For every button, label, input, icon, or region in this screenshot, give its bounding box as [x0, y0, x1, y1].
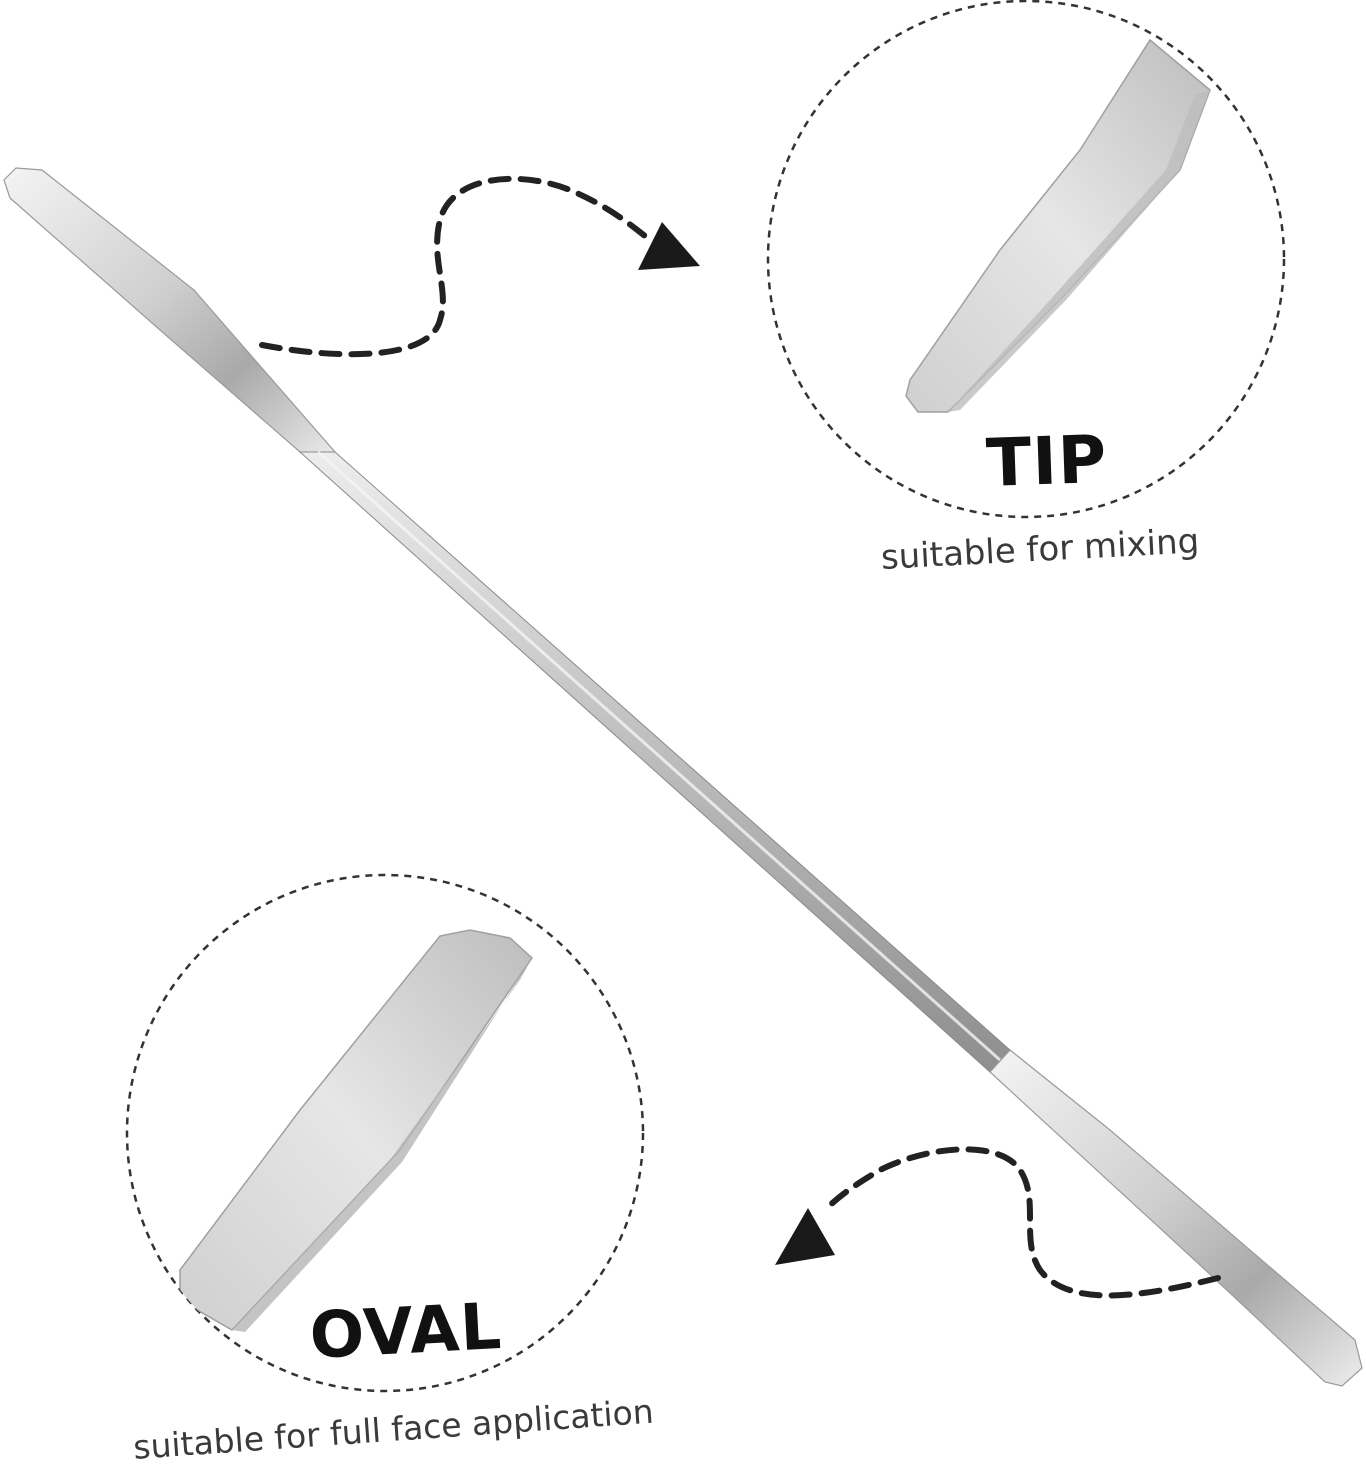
tip-callout — [766, 0, 1286, 519]
oval-zoom-image — [179, 929, 533, 1332]
arrow-head-top — [638, 222, 700, 270]
spatula-top-paddle — [3, 167, 336, 463]
tip-zoom-circle — [766, 0, 1286, 519]
arrow-to-tip — [259, 175, 700, 358]
arrow-head-bottom — [775, 1208, 835, 1265]
dashed-arrow-line-bottom — [822, 1146, 1221, 1299]
oval-title: OVAL — [308, 1289, 504, 1374]
dashed-arrow-line-top — [259, 175, 653, 358]
tip-zoom-image — [905, 38, 1211, 413]
spatula-main — [3, 167, 1363, 1387]
oval-callout — [125, 873, 645, 1393]
oval-zoom-circle — [125, 873, 645, 1393]
tip-title: TIP — [985, 420, 1109, 502]
spatula-bottom-paddle — [989, 1049, 1363, 1387]
arrow-to-oval — [775, 1146, 1221, 1299]
